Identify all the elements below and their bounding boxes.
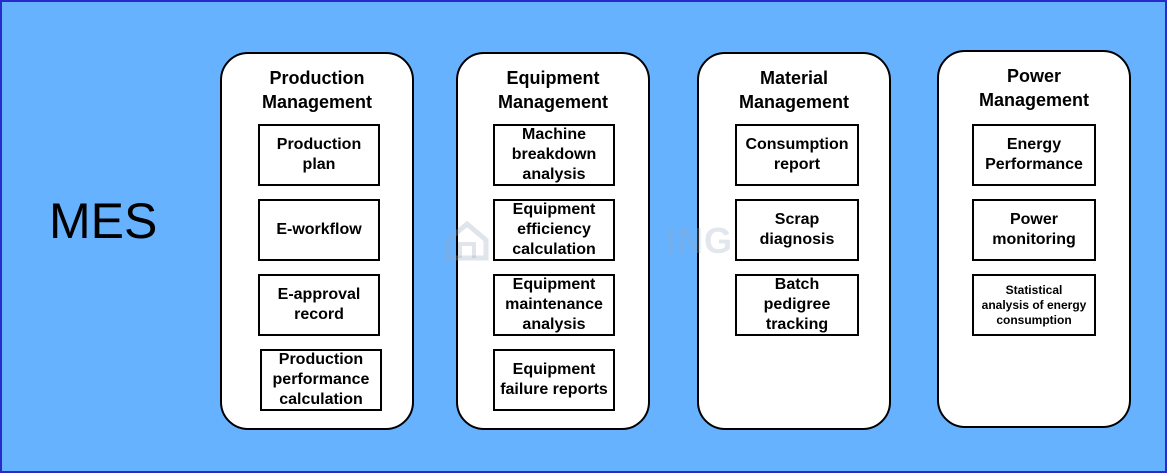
equipment-maintenance-analysis-box: Equipment maintenance analysis xyxy=(493,274,615,336)
production-plan-box: Production plan xyxy=(258,124,380,186)
equipment-management-title: Equipment Management xyxy=(497,68,609,112)
batch-pedigree-tracking-box: Batch pedigree tracking xyxy=(735,274,859,336)
equipment-efficiency-calculation-box: Equipment efficiency calculation xyxy=(493,199,615,261)
power-monitoring-box: Power monitoring xyxy=(972,199,1096,261)
e-workflow-box: E-workflow xyxy=(258,199,380,261)
material-management-title: Material Management xyxy=(738,68,850,112)
consumption-report-box: Consumption report xyxy=(735,124,859,186)
statistical-analysis-energy-consumption-box: Statistical analysis of energy consumpti… xyxy=(972,274,1096,336)
e-approval-record-box: E-approval record xyxy=(258,274,380,336)
machine-breakdown-analysis-box: Machine breakdown analysis xyxy=(493,124,615,186)
production-performance-calculation-box: Production performance calculation xyxy=(260,349,382,411)
scrap-diagnosis-box: Scrap diagnosis xyxy=(735,199,859,261)
mes-root-label: MES xyxy=(49,193,158,249)
energy-performance-box: Energy Performance xyxy=(972,124,1096,186)
equipment-failure-reports-box: Equipment failure reports xyxy=(493,349,615,411)
production-management-title: Production Management xyxy=(261,68,373,112)
power-management-title: Power Management xyxy=(978,66,1090,110)
